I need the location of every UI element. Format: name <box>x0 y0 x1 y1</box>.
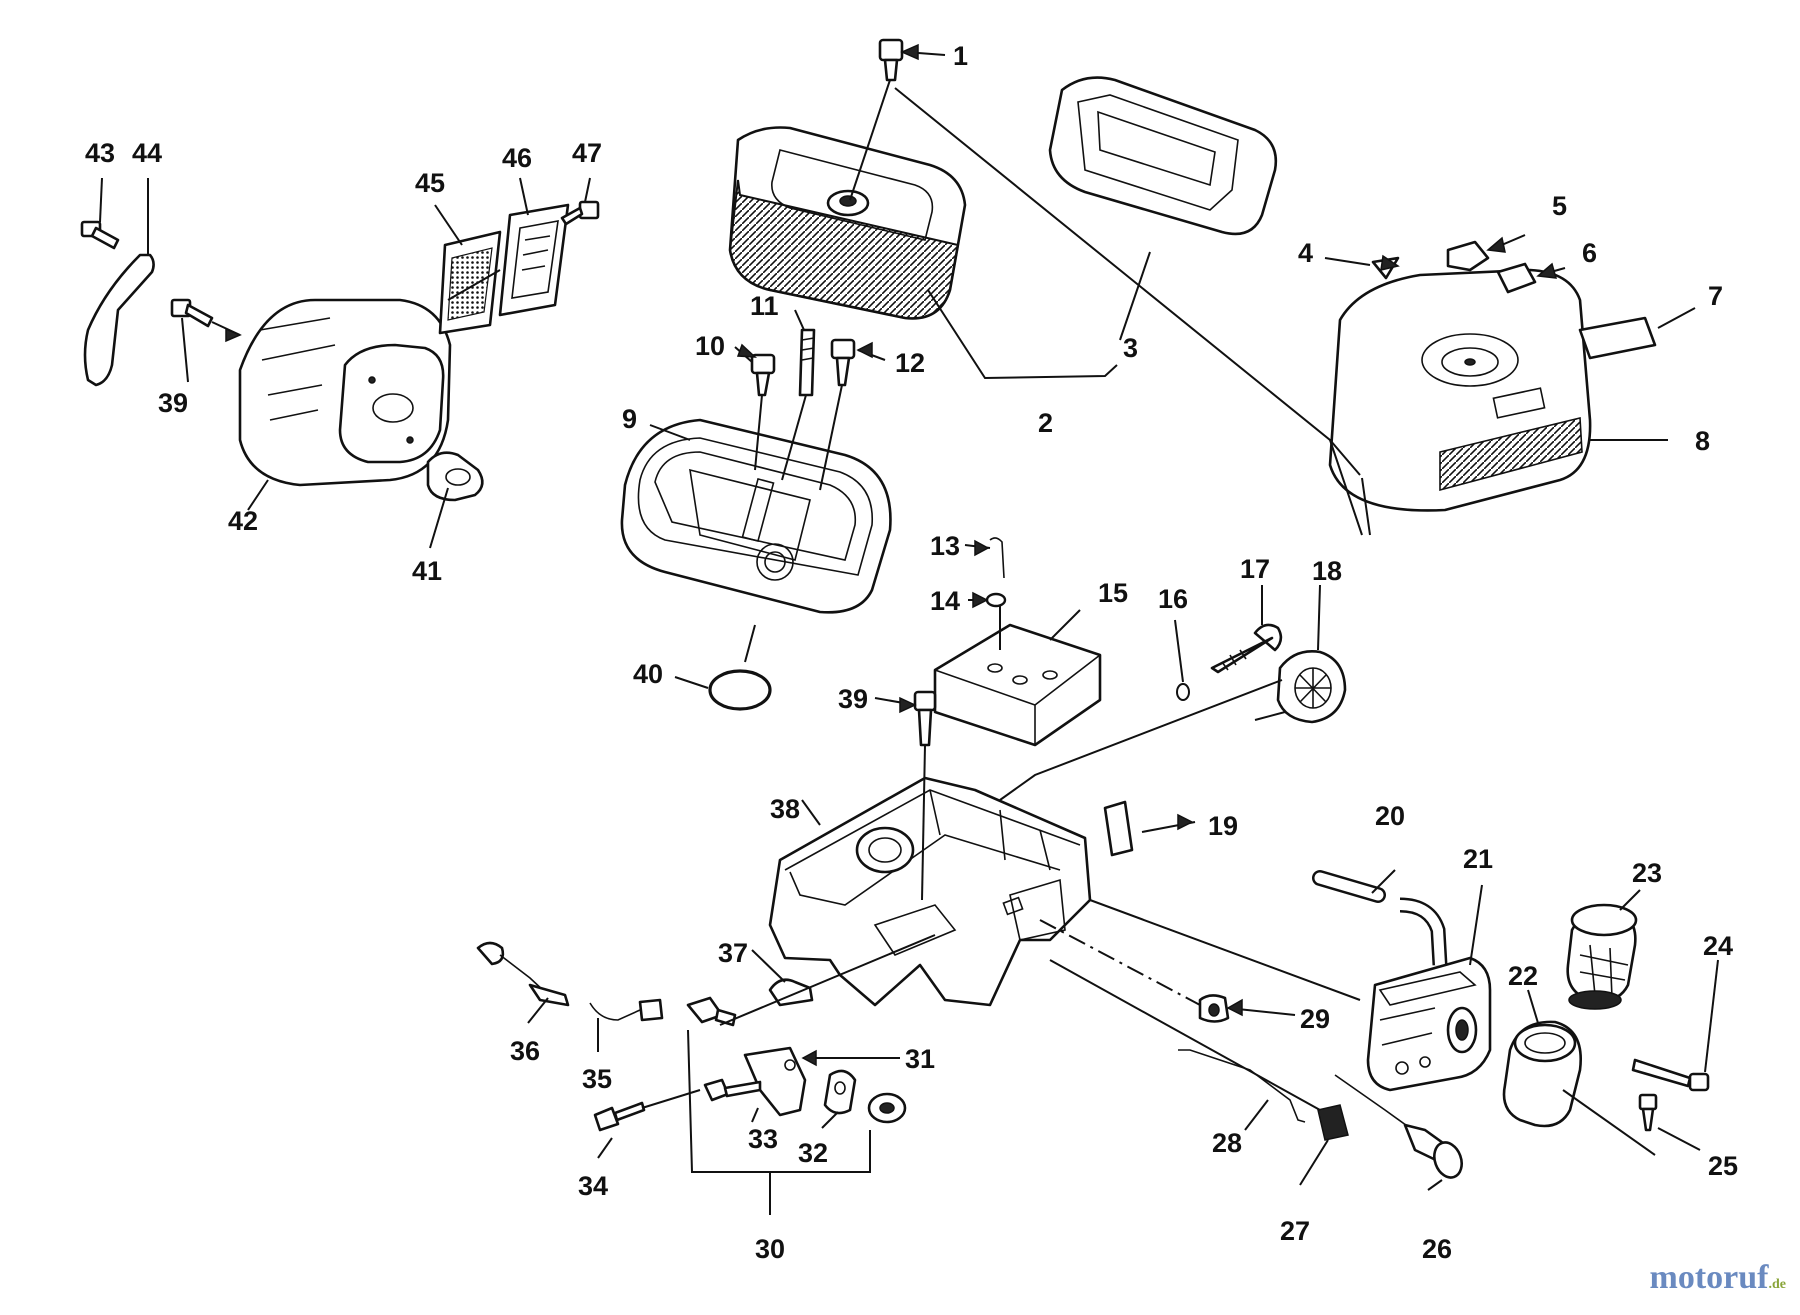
label-13: 13 <box>930 531 960 561</box>
label-42: 42 <box>228 506 258 536</box>
muffler-bracket <box>83 253 155 387</box>
stud-11 <box>798 328 816 397</box>
label-44: 44 <box>132 138 162 168</box>
label-31: 31 <box>905 1044 935 1074</box>
muffler <box>238 298 452 487</box>
label-10: 10 <box>695 331 725 361</box>
label-23: 23 <box>1632 858 1662 888</box>
intake-manifold <box>1502 1020 1582 1128</box>
label-16: 16 <box>1158 584 1188 614</box>
washer-14 <box>985 592 1007 608</box>
label-40: 40 <box>633 659 663 689</box>
screw-34 <box>593 1101 646 1132</box>
cover-nut <box>1446 240 1490 272</box>
watermark-tld: .de <box>1768 1277 1787 1292</box>
grommet-29 <box>1198 994 1230 1023</box>
label-45: 45 <box>415 168 445 198</box>
label-14: 14 <box>930 586 960 616</box>
label-26: 26 <box>1422 1234 1452 1264</box>
carburetor-housing <box>768 776 1092 1007</box>
air-filter-element <box>728 126 967 320</box>
label-7: 7 <box>1708 281 1723 311</box>
watermark-brand: motoruf <box>1649 1259 1769 1296</box>
label-1: 1 <box>953 41 968 71</box>
label-34: 34 <box>578 1171 608 1201</box>
screw-47 <box>560 200 600 226</box>
label-47: 47 <box>572 138 602 168</box>
label-8: 8 <box>1695 426 1710 456</box>
screen-cover <box>498 203 570 317</box>
label-18: 18 <box>1312 556 1342 586</box>
label-24: 24 <box>1703 931 1733 961</box>
screw-33 <box>703 1078 762 1102</box>
label-35: 35 <box>582 1064 612 1094</box>
label-11: 11 <box>750 291 779 321</box>
arrowheads <box>225 43 1558 1067</box>
label-39-housing: 39 <box>838 684 868 714</box>
bolt-10 <box>750 353 776 397</box>
spark-arrestor-screen <box>438 230 502 335</box>
spacer-block <box>933 623 1102 747</box>
label-9: 9 <box>622 404 637 434</box>
bushing-18 <box>1276 650 1347 724</box>
label-27: 27 <box>1280 1216 1310 1246</box>
screw-43 <box>80 220 120 250</box>
screw-25 <box>1638 1093 1658 1132</box>
label-15: 15 <box>1098 578 1128 608</box>
label-6 <box>1496 262 1537 294</box>
label-6: 6 <box>1582 238 1597 268</box>
choke-rod-26 <box>1334 1074 1463 1179</box>
gasket-19 <box>1103 800 1134 857</box>
label-4: 4 <box>1298 238 1313 268</box>
o-ring <box>708 669 772 711</box>
label-33: 33 <box>748 1124 778 1154</box>
muffler-gasket <box>426 451 484 502</box>
bolt-39-housing <box>913 690 937 747</box>
label-19: 19 <box>1208 811 1238 841</box>
watermark-logo: motoruf.de <box>1650 1259 1786 1297</box>
nut-32 <box>867 1092 907 1124</box>
label-32: 32 <box>798 1138 828 1168</box>
label-43: 43 <box>85 138 115 168</box>
screw-24 <box>1631 1058 1710 1092</box>
label-38: 38 <box>770 794 800 824</box>
label-29: 29 <box>1300 1004 1330 1034</box>
screw-39-muffler <box>170 298 214 328</box>
label-20: 20 <box>1375 801 1405 831</box>
filter-base <box>620 418 892 614</box>
label-17: 17 <box>1240 554 1270 584</box>
label-46: 46 <box>502 143 532 173</box>
fuel-filter <box>1566 903 1638 1010</box>
label-25: 25 <box>1708 1151 1738 1181</box>
carburetor <box>1366 956 1492 1092</box>
throttle-rod-28 <box>1178 1049 1306 1123</box>
cover-screw-1 <box>878 38 904 82</box>
part-number-labels: 1 2 3 4 5 6 7 8 9 10 11 12 13 14 15 16 1… <box>85 41 1738 1264</box>
pin-13 <box>989 537 1005 579</box>
label-5: 5 <box>1552 191 1567 221</box>
filter-cover <box>1328 268 1592 512</box>
label-21: 21 <box>1463 844 1493 874</box>
label-30: 30 <box>755 1234 785 1264</box>
label-37: 37 <box>718 938 748 968</box>
label-3: 3 <box>1123 333 1138 363</box>
label-28: 28 <box>1212 1128 1242 1158</box>
bolt-17 <box>1210 623 1283 674</box>
ring-16 <box>1176 683 1190 701</box>
switch-wire-35 <box>589 998 664 1022</box>
bolt-12 <box>830 338 856 387</box>
label-36: 36 <box>510 1036 540 1066</box>
clip-27 <box>1317 1104 1349 1141</box>
fuel-hose <box>1312 870 1448 966</box>
decal-7 <box>1578 316 1657 360</box>
label-22: 22 <box>1508 961 1538 991</box>
pre-filter-foam <box>1048 76 1278 236</box>
label-39-muffler: 39 <box>158 388 188 418</box>
label-12: 12 <box>895 348 925 378</box>
label-41: 41 <box>412 556 442 586</box>
label-2: 2 <box>1038 408 1053 438</box>
switch-wire-36 <box>476 941 570 1007</box>
